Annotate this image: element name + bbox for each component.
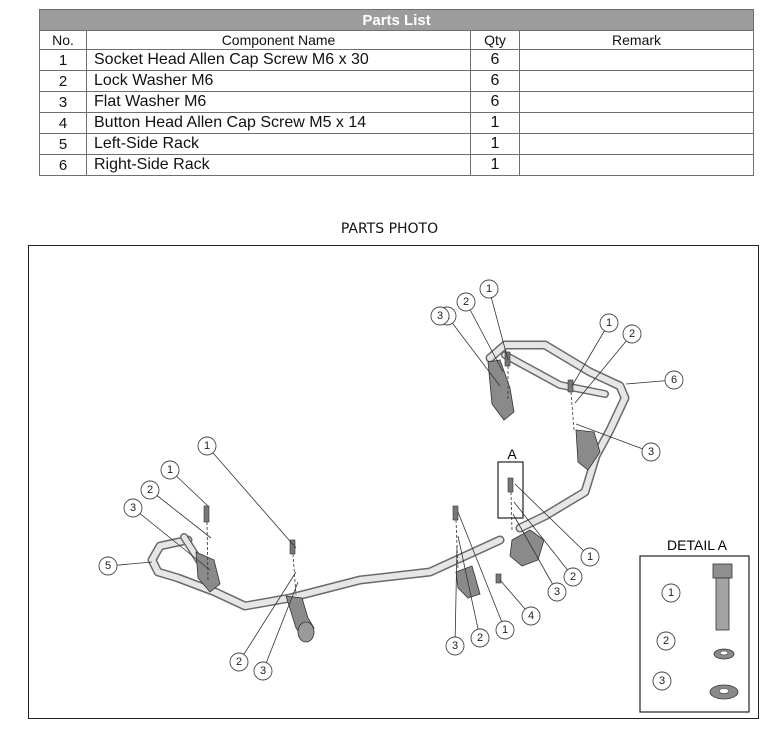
detail-a-marker-box xyxy=(497,461,524,519)
leader-lines xyxy=(107,288,719,691)
balloon: 1 xyxy=(580,547,600,567)
balloon: 4 xyxy=(521,606,541,626)
cell-component-name: Right-Side Rack xyxy=(86,154,471,176)
svg-text:1: 1 xyxy=(587,551,593,563)
svg-text:1: 1 xyxy=(606,317,612,329)
table-row: 3 Flat Washer M6 6 xyxy=(39,91,755,113)
table-row: 4 Button Head Allen Cap Screw M5 x 14 1 xyxy=(39,112,755,134)
svg-text:3: 3 xyxy=(130,502,136,514)
svg-text:4: 4 xyxy=(528,610,534,622)
cell-remark xyxy=(518,154,755,176)
table-row: 1 Socket Head Allen Cap Screw M6 x 30 6 xyxy=(39,49,755,71)
cell-no: 6 xyxy=(39,154,87,176)
balloon: 2 xyxy=(563,567,583,587)
column-header-no: No. xyxy=(39,30,87,50)
svg-text:3: 3 xyxy=(437,310,443,322)
balloon: 3 xyxy=(641,442,661,462)
detail-a-lock-washer xyxy=(713,648,735,660)
svg-text:3: 3 xyxy=(648,446,654,458)
balloon: 1 xyxy=(599,313,619,333)
detail-balloon: 3 xyxy=(652,671,672,691)
svg-text:3: 3 xyxy=(554,586,560,598)
balloon: 5 xyxy=(98,556,118,576)
svg-text:6: 6 xyxy=(671,374,677,386)
right-side-rack-drawing xyxy=(485,340,630,567)
detail-a-title: DETAIL A xyxy=(667,537,728,553)
detail-balloon: 2 xyxy=(656,631,676,651)
left-side-rack-drawing xyxy=(147,533,505,643)
balloon: 3 xyxy=(123,498,143,518)
svg-text:2: 2 xyxy=(477,632,483,644)
svg-text:2: 2 xyxy=(570,571,576,583)
parts-photo-title: PARTS PHOTO xyxy=(340,221,439,237)
balloon: 1 xyxy=(495,620,515,640)
svg-text:1: 1 xyxy=(204,440,210,452)
balloon: 2 xyxy=(456,292,476,312)
balloon: 3 xyxy=(547,582,567,602)
balloon: 2 xyxy=(622,324,642,344)
parts-list-table: Parts List No. Component Name Qty Remark… xyxy=(38,9,755,176)
svg-text:3: 3 xyxy=(659,675,665,687)
svg-text:1: 1 xyxy=(668,587,674,599)
balloon: 1 xyxy=(479,279,499,299)
svg-text:1: 1 xyxy=(167,464,173,476)
svg-text:2: 2 xyxy=(236,656,242,668)
detail-balloon: 1 xyxy=(661,583,681,603)
table-row: 6 Right-Side Rack 1 xyxy=(39,154,755,176)
balloon: 2 xyxy=(140,480,160,500)
parts-list-title-row: Parts List xyxy=(38,9,755,31)
svg-text:2: 2 xyxy=(629,328,635,340)
detail-a-flat-washer xyxy=(709,684,739,700)
balloon: 1 xyxy=(160,460,180,480)
svg-text:3: 3 xyxy=(452,640,458,652)
balloon: 1 xyxy=(197,436,217,456)
svg-text:2: 2 xyxy=(463,296,469,308)
table-row: 5 Left-Side Rack 1 xyxy=(39,133,755,155)
balloon: 2 xyxy=(470,628,490,648)
balloon: 2 xyxy=(229,652,249,672)
cell-qty: 1 xyxy=(470,154,520,176)
cell-component-name: Flat Washer M6 xyxy=(86,91,471,113)
cell-component-name: Socket Head Allen Cap Screw M6 x 30 xyxy=(86,49,471,71)
parts-list-header-row: No. Component Name Qty Remark xyxy=(39,30,755,50)
svg-text:5: 5 xyxy=(105,560,111,572)
svg-text:2: 2 xyxy=(147,484,153,496)
table-row: 2 Lock Washer M6 6 xyxy=(39,70,755,92)
balloon: 6 xyxy=(664,370,684,390)
detail-a-screw xyxy=(712,563,733,631)
svg-text:1: 1 xyxy=(502,624,508,636)
parts-photo-frame xyxy=(28,245,759,719)
detail-a-marker-label: A xyxy=(507,446,517,462)
balloon: 3 xyxy=(430,306,450,326)
svg-text:1: 1 xyxy=(486,283,492,295)
svg-text:3: 3 xyxy=(260,665,266,677)
parts-list-title: Parts List xyxy=(38,9,755,31)
balloon: 3 xyxy=(445,636,465,656)
balloon: 3 xyxy=(253,661,273,681)
svg-text:2: 2 xyxy=(663,635,669,647)
